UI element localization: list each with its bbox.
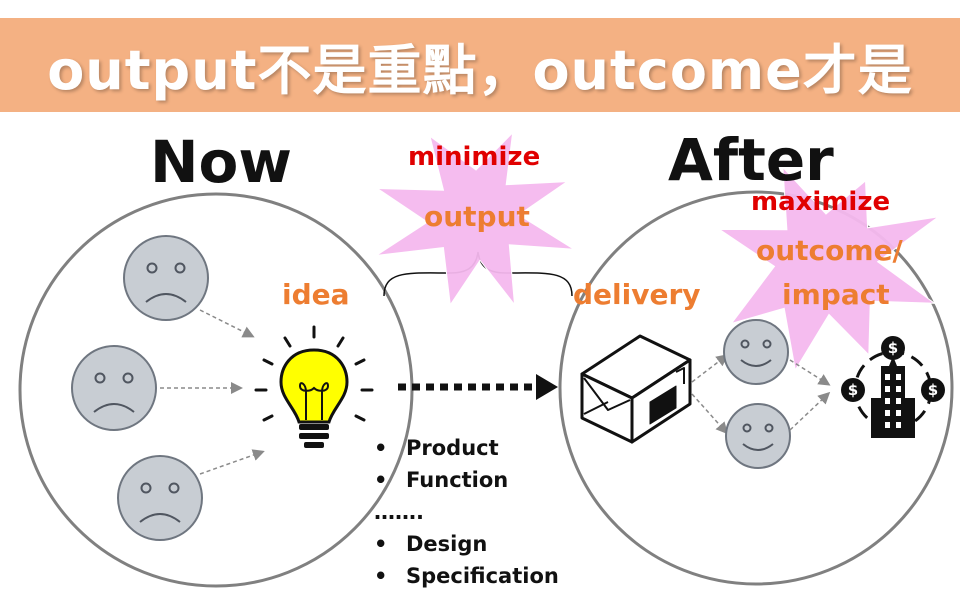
list-item: ……. (374, 500, 424, 524)
happy-face-icon (725, 403, 791, 469)
package-box-icon (580, 334, 692, 444)
output-items-list: •Product •Function ……. •Design •Specific… (374, 432, 559, 592)
outcome-to-impact-arrow (789, 359, 831, 386)
list-item: •Specification (374, 564, 559, 588)
list-item: •Design (374, 532, 488, 556)
light-bulb-icon (254, 325, 374, 448)
list-item: •Product (374, 436, 499, 460)
delivery-to-outcome-arrow (691, 354, 729, 383)
happy-face-icon (723, 319, 789, 385)
minimize-label: minimize (408, 142, 541, 172)
sad-face-icon (117, 455, 203, 541)
svg-text:$: $ (888, 339, 898, 357)
idea-to-delivery-arrowhead (536, 374, 558, 400)
sad-face-icon (71, 345, 157, 431)
idea-label: idea (282, 278, 350, 311)
after-heading: After (668, 126, 834, 194)
now-heading: Now (150, 128, 292, 196)
impact-label: impact (782, 278, 890, 311)
title-banner (0, 18, 960, 112)
sad-face-icon (123, 235, 209, 321)
maximize-label: maximize (751, 187, 891, 217)
outcome-label: outcome/ (756, 234, 903, 267)
output-label: output (424, 200, 530, 233)
svg-text:$: $ (928, 381, 938, 399)
outcome-to-impact-arrow (789, 391, 831, 431)
svg-text:$: $ (848, 381, 858, 399)
money-building-icon: $ $ $ (841, 336, 945, 438)
delivery-to-outcome-arrow (691, 393, 729, 435)
page-title: output不是重點，outcome才是 (47, 38, 913, 102)
face-to-idea-arrow (199, 449, 265, 475)
delivery-label: delivery (573, 278, 701, 311)
list-item: •Function (374, 468, 509, 492)
face-to-idea-arrow (199, 309, 255, 338)
output-starburst (375, 131, 575, 307)
outcome-starburst (717, 166, 939, 372)
